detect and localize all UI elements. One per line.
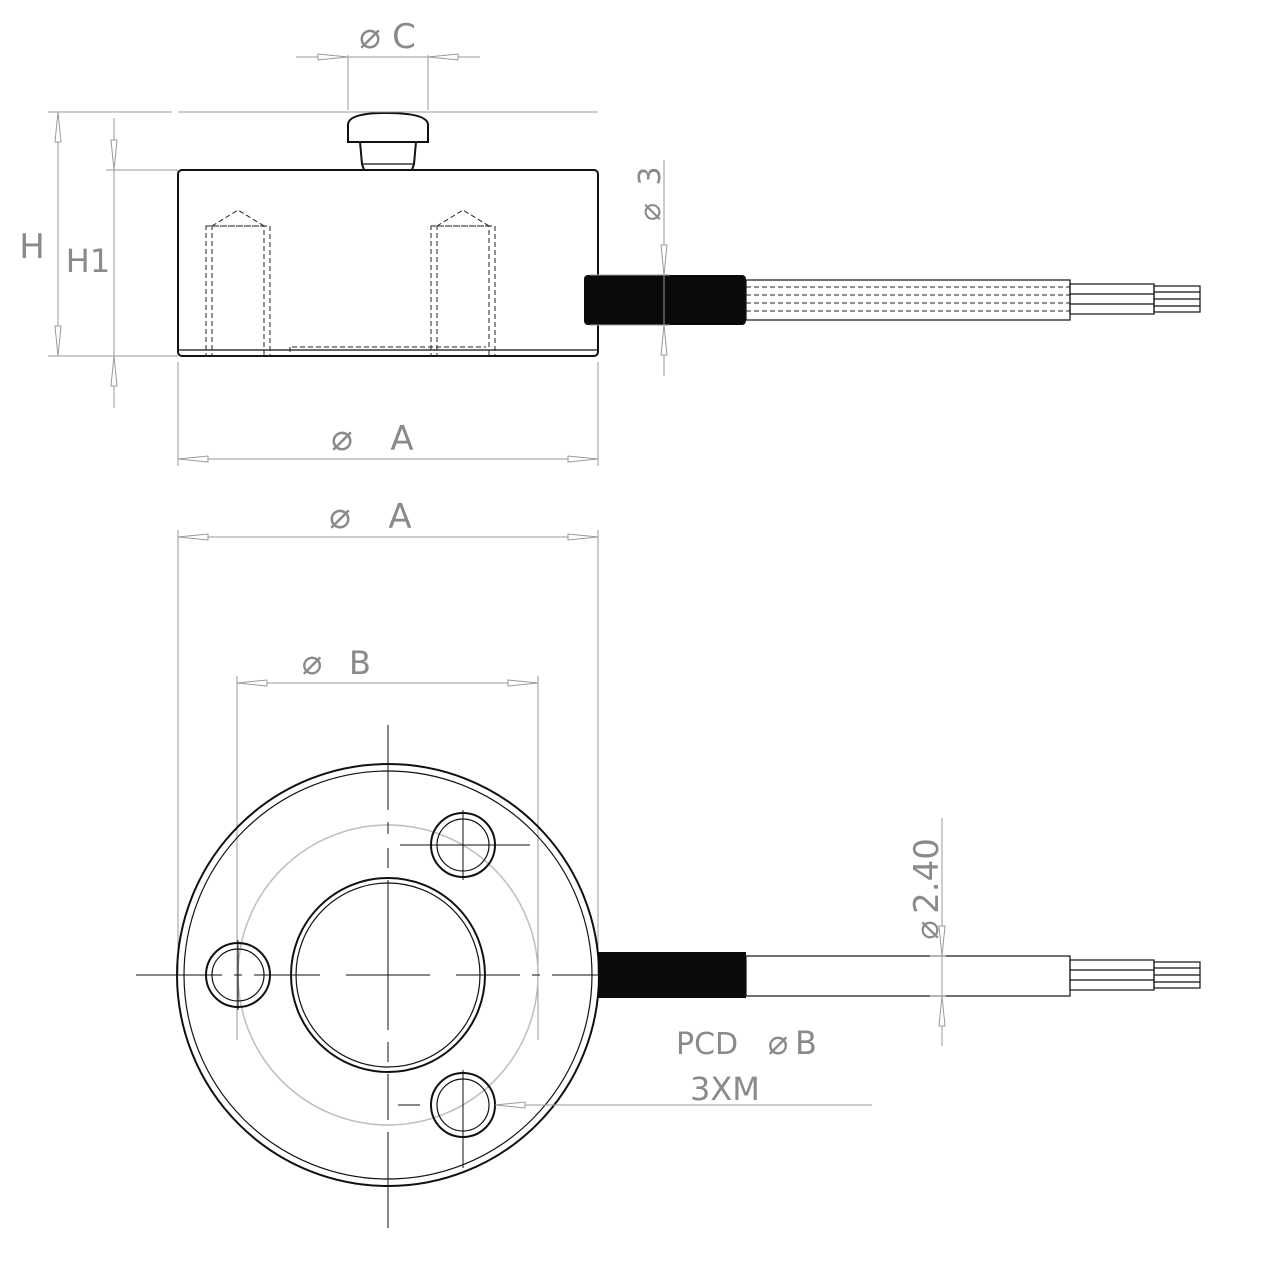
hidden-hole-right [430, 209, 496, 357]
cable-dia-2-40-symbol: ⌀ [908, 920, 946, 939]
dia-a-side-symbol: ⌀ [331, 418, 353, 459]
dimension-dia-a-bottom: ⌀ A [177, 496, 599, 975]
hidden-hole-left [205, 209, 271, 357]
dimension-cable-dia-2-40: ⌀ 2.40 [907, 818, 947, 1046]
side-view: ⌀ C H H1 ⌀ [19, 16, 1201, 466]
dimension-dia-b: ⌀ B [236, 643, 539, 1040]
cable-wires [1069, 283, 1201, 315]
thread-leader: PCD ⌀ B 3XM [494, 1023, 872, 1109]
dia-b-symbol: ⌀ [302, 643, 322, 683]
dia-a-side-label: A [390, 419, 413, 459]
cable-strain-relief [584, 275, 746, 325]
cable-sheath-bottom [745, 955, 1071, 997]
dimension-dia-a-side: ⌀ A [177, 362, 599, 466]
pcd-symbol: ⌀ [768, 1023, 788, 1063]
height-h1-label: H1 [66, 242, 110, 280]
cable-dia-label: 3 [633, 166, 668, 185]
cable-dia-2-40-label: 2.40 [907, 838, 947, 914]
cable-sheath [745, 279, 1071, 321]
pcd-letter-label: B [795, 1024, 817, 1062]
dia-a-bottom-symbol: ⌀ [329, 496, 351, 537]
dimension-dia-c: ⌀ C [296, 16, 480, 110]
bottom-view: ⌀ A ⌀ B [136, 496, 1201, 1228]
cable-wires-bottom [1069, 959, 1201, 991]
center-lines [136, 725, 600, 1228]
height-h-label: H [19, 227, 45, 267]
thread-note-label: 3XM [690, 1070, 760, 1108]
dia-c-label: C [392, 17, 416, 57]
dia-c-symbol: ⌀ [359, 16, 381, 57]
dimension-h: H [19, 111, 598, 357]
dia-a-bottom-label: A [388, 497, 411, 537]
dia-b-label: B [349, 644, 371, 682]
cable-dia-symbol: ⌀ [633, 203, 668, 221]
pcd-prefix-label: PCD [676, 1027, 738, 1062]
dimension-cable-dia-3: ⌀ 3 [590, 160, 670, 376]
load-cell-body [177, 169, 599, 357]
button-neck [359, 141, 417, 171]
dimension-h1: H1 [66, 118, 178, 408]
load-button [347, 111, 429, 143]
cable-strain-relief-bottom [598, 952, 746, 998]
